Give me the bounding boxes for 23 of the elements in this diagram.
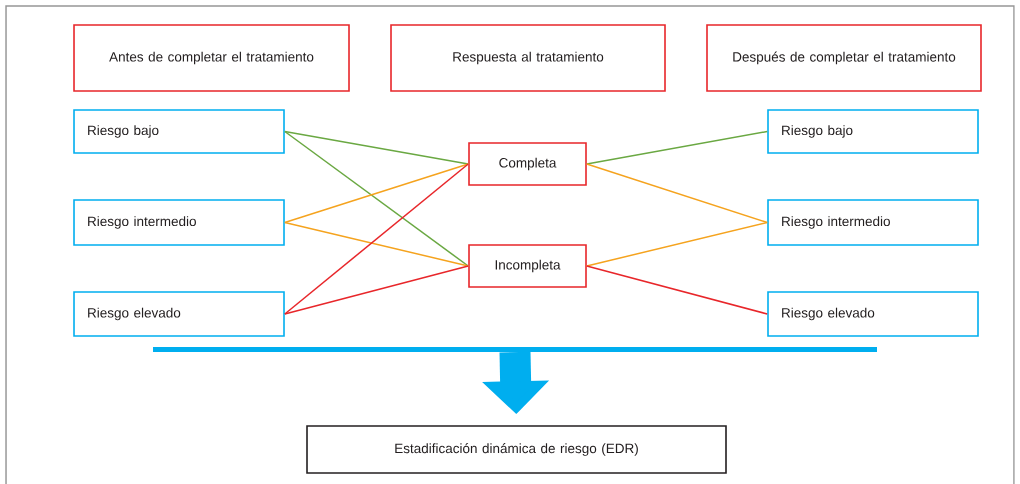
risk-box: Riesgo bajo bbox=[767, 109, 979, 154]
risk-box: Riesgo bajo bbox=[73, 109, 285, 154]
header-box: Respuesta al tratamiento bbox=[390, 24, 666, 92]
risk-box: Riesgo elevado bbox=[767, 291, 979, 337]
result-box: Estadificación dinámica de riesgo (EDR) bbox=[306, 425, 727, 474]
response-box: Incompleta bbox=[468, 244, 587, 288]
connector-line bbox=[284, 265, 469, 315]
connector-line bbox=[586, 265, 768, 315]
connector-line bbox=[586, 130, 768, 165]
connector-line bbox=[586, 221, 768, 267]
risk-box: Riesgo intermedio bbox=[73, 199, 285, 246]
risk-box: Riesgo intermedio bbox=[767, 199, 979, 246]
response-box: Completa bbox=[468, 142, 587, 186]
header-box: Después de completar el tratamiento bbox=[706, 24, 982, 92]
risk-box: Riesgo elevado bbox=[73, 291, 285, 337]
connector-line bbox=[284, 221, 469, 267]
connector-line bbox=[284, 130, 469, 165]
connector-line bbox=[586, 163, 768, 224]
header-box: Antes de completar el tratamiento bbox=[73, 24, 350, 92]
connector-line bbox=[284, 130, 469, 267]
connector-line bbox=[284, 163, 469, 315]
connector-line bbox=[284, 163, 469, 224]
bar bbox=[153, 347, 877, 352]
